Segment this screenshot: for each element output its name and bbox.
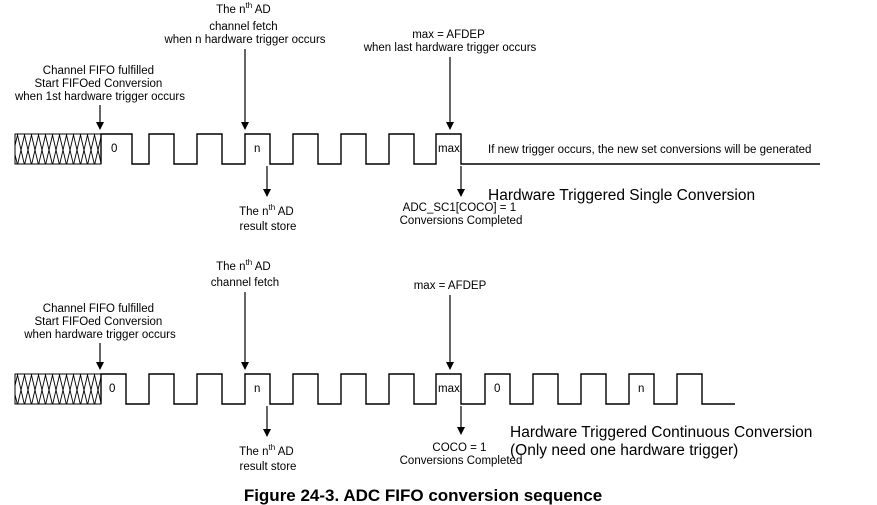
single-waveform xyxy=(100,133,820,165)
single-mode-title: Hardware Triggered Single Conversion xyxy=(488,187,755,204)
single-pulse-label-max: max xyxy=(438,143,460,155)
continuous-pulse-label-max: max xyxy=(438,383,460,395)
continuous-pulse-label-n: n xyxy=(254,383,260,395)
continuous-pulse-label-0b: 0 xyxy=(494,383,500,395)
continuous-waveform xyxy=(100,373,735,405)
single-conversion-diagram: Channel FIFO fulfilled Start FIFOed Conv… xyxy=(14,1,820,233)
continuous-coco-note: COCO = 1 Conversions Completed xyxy=(400,442,523,467)
continuous-nth-fetch-note: The nth AD channel fetch xyxy=(211,258,279,289)
continuous-fifo-note: Channel FIFO fulfilled Start FIFOed Conv… xyxy=(23,303,176,341)
single-hatched-block xyxy=(14,133,102,165)
continuous-pulse-label-nb: n xyxy=(638,383,644,395)
continuous-pulse-label-0: 0 xyxy=(109,383,115,395)
single-max-note: max = AFDEP when last hardware trigger o… xyxy=(363,29,537,54)
continuous-nth-store-note: The nth AD result store xyxy=(239,443,297,473)
continuous-max-note: max = AFDEP xyxy=(414,280,487,292)
single-coco-note: ADC_SC1[COCO] = 1 Conversions Completed xyxy=(400,202,523,227)
single-pulse-label-0: 0 xyxy=(111,143,117,155)
continuous-conversion-diagram: Channel FIFO fulfilled Start FIFOed Conv… xyxy=(14,258,817,473)
single-nth-fetch-note: The nth AD channel fetch when n hardware… xyxy=(163,1,325,46)
figure-caption: Figure 24-3. ADC FIFO conversion sequenc… xyxy=(244,486,602,505)
single-new-trigger-note: If new trigger occurs, the new set conve… xyxy=(488,144,811,156)
continuous-mode-title: Hardware Triggered Continuous Conversion… xyxy=(510,424,817,459)
single-nth-store-note: The nth AD result store xyxy=(239,203,297,233)
continuous-hatched-block xyxy=(14,373,102,405)
single-pulse-label-n: n xyxy=(254,143,260,155)
single-fifo-note: Channel FIFO fulfilled Start FIFOed Conv… xyxy=(14,65,185,103)
